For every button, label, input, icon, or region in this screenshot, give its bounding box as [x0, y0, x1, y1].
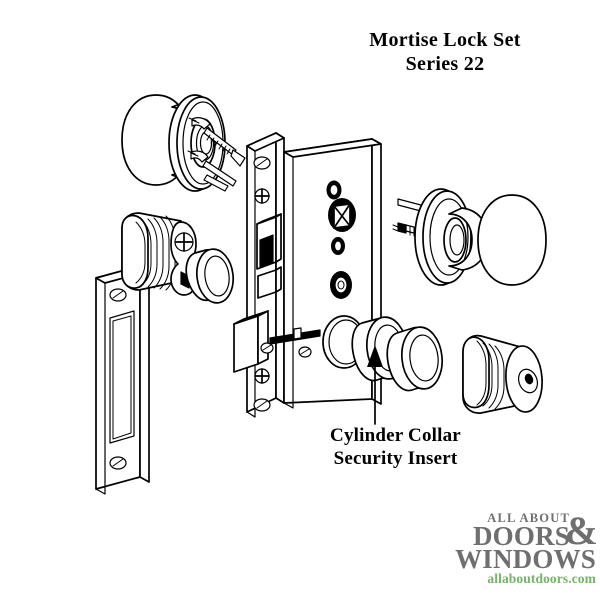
outside-knob-part — [121, 94, 246, 192]
cylinder-collar-left-part — [185, 248, 235, 304]
lock-body-part — [233, 132, 382, 418]
brand-logo: ALL ABOUT DOORS WINDOWS & allaboutdoors.… — [424, 510, 598, 587]
logo-line-all-about: ALL ABOUT — [487, 511, 570, 525]
logo-url[interactable]: allaboutdoors.com — [487, 570, 596, 586]
mortise-cylinder-left-part — [121, 212, 197, 296]
callout-arrow — [367, 345, 383, 425]
cylinder-collar-right-part — [386, 326, 444, 392]
inside-knob-part — [392, 188, 547, 286]
title-line-1: Mortise Lock Set — [369, 29, 521, 51]
diagram-title: Mortise Lock Set Series 22 — [310, 28, 580, 77]
callout-line-1: Cylinder Collar — [330, 425, 461, 446]
callout-label: Cylinder Collar Security Insert — [288, 424, 503, 470]
strike-plate-part — [95, 265, 150, 495]
logo-wordmark: DOORS WINDOWS & — [424, 510, 598, 574]
callout-line-2: Security Insert — [333, 448, 458, 470]
logo-line-doors: DOORS — [472, 520, 570, 551]
logo-ampersand: & — [564, 507, 598, 553]
mortise-cylinder-right-part — [462, 334, 543, 414]
title-line-2: Series 22 — [405, 53, 485, 76]
logo-line-windows: WINDOWS — [455, 543, 596, 574]
